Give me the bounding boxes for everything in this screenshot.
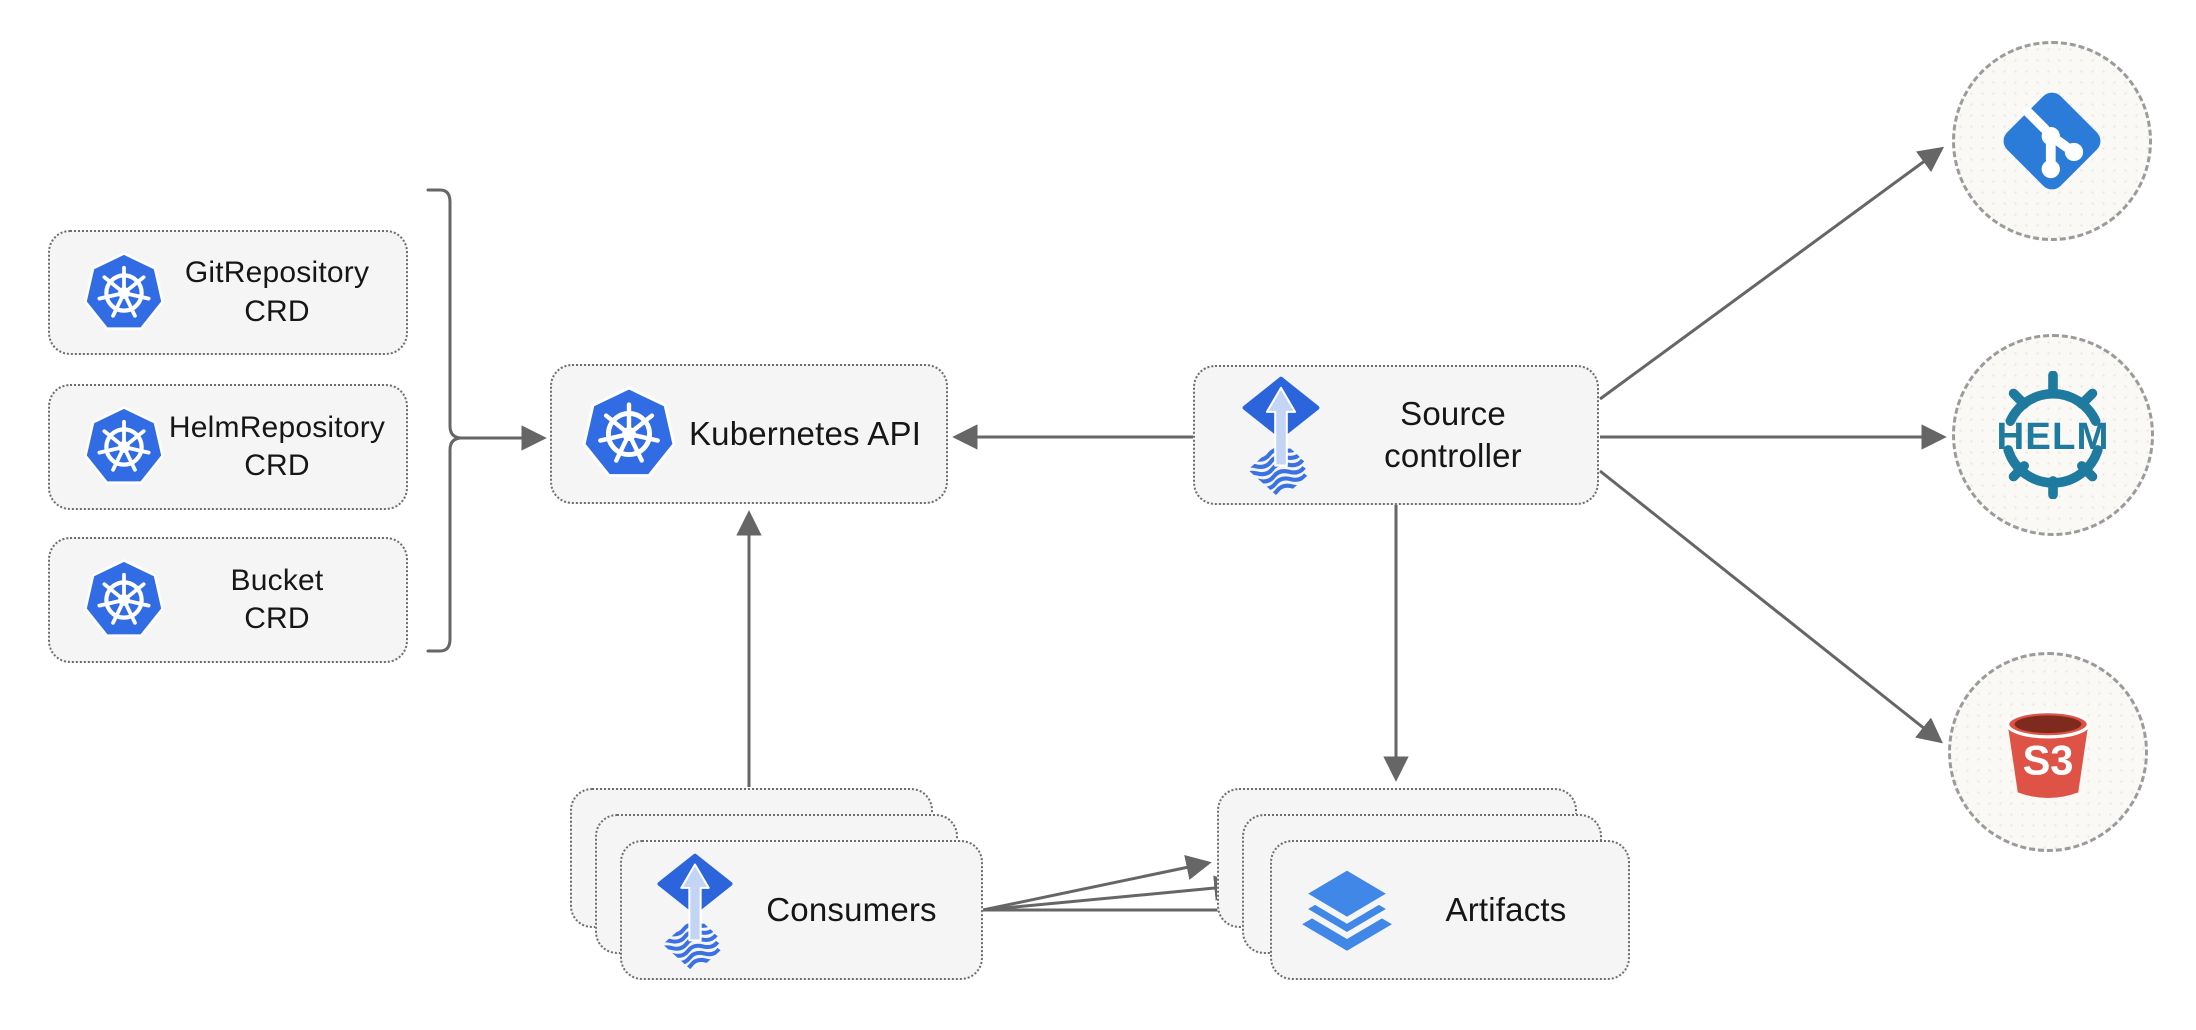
artifacts-label: Artifacts bbox=[1445, 890, 1567, 928]
edge-consumers-to-artifacts-1 bbox=[982, 854, 1212, 912]
kubernetes-icon bbox=[82, 558, 166, 642]
artifacts-box: Artifacts bbox=[1270, 840, 1630, 980]
kubernetes-api-label: Kubernetes API bbox=[688, 414, 922, 452]
crd-group-bracket bbox=[426, 188, 463, 653]
s3-bucket-icon: S3 bbox=[1985, 689, 2111, 815]
kubernetes-icon bbox=[82, 405, 166, 489]
flux-icon bbox=[1239, 373, 1323, 497]
consumers-label: Consumers bbox=[766, 890, 937, 928]
git-circle bbox=[1952, 41, 2152, 241]
kubernetes-icon bbox=[580, 385, 678, 483]
kubernetes-api-box: Kubernetes API bbox=[550, 364, 948, 504]
flux-icon bbox=[654, 850, 736, 971]
git-icon bbox=[1991, 80, 2113, 202]
consumers-box: Consumers bbox=[620, 840, 983, 980]
kubernetes-icon bbox=[82, 251, 166, 335]
s3-label: S3 bbox=[2023, 737, 2074, 784]
edge-source-to-s3 bbox=[1599, 469, 1943, 744]
s3-circle: S3 bbox=[1948, 652, 2148, 852]
helm-circle: HELM bbox=[1952, 334, 2154, 536]
helm-label: HELM bbox=[1996, 415, 2109, 458]
helm-icon: HELM bbox=[1978, 371, 2128, 499]
layers-icon bbox=[1296, 861, 1398, 959]
edge-source-to-git bbox=[1599, 146, 1945, 401]
edge-consumers-to-artifacts-2 bbox=[982, 875, 1240, 912]
